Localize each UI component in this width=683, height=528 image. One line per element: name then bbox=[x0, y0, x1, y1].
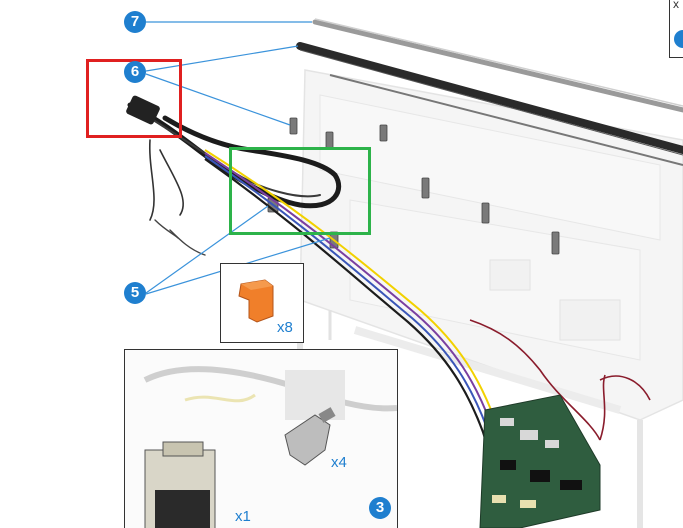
green-highlight-box bbox=[229, 147, 371, 235]
inset-part-a-quantity: x4 bbox=[331, 454, 347, 471]
corner-label: x bbox=[673, 0, 679, 11]
corner-callout-fragment bbox=[674, 30, 683, 48]
inset-part-b-quantity: x1 bbox=[235, 508, 251, 525]
rail-7 bbox=[312, 19, 683, 113]
cable-clamp-red-area bbox=[126, 95, 160, 125]
bracket-quantity: x8 bbox=[277, 319, 293, 336]
callout-6: 6 bbox=[124, 61, 146, 83]
callout-3: 3 bbox=[369, 497, 391, 519]
callout-5: 5 bbox=[124, 282, 146, 304]
bracket-kit-box: x8 bbox=[220, 263, 304, 343]
pca-board bbox=[479, 394, 601, 528]
inset-part-a bbox=[284, 407, 336, 466]
inset-part-b bbox=[144, 441, 216, 528]
detail-inset-box: x4 x1 bbox=[124, 349, 398, 528]
rail-6-top bbox=[296, 42, 683, 154]
inset-illustration bbox=[143, 366, 397, 528]
bracket-part-illustration bbox=[238, 279, 274, 323]
callout-7: 7 bbox=[124, 11, 146, 33]
corner-inset-box: x bbox=[669, 0, 683, 58]
printer-chassis bbox=[297, 69, 683, 528]
red-highlight-box bbox=[86, 59, 182, 138]
